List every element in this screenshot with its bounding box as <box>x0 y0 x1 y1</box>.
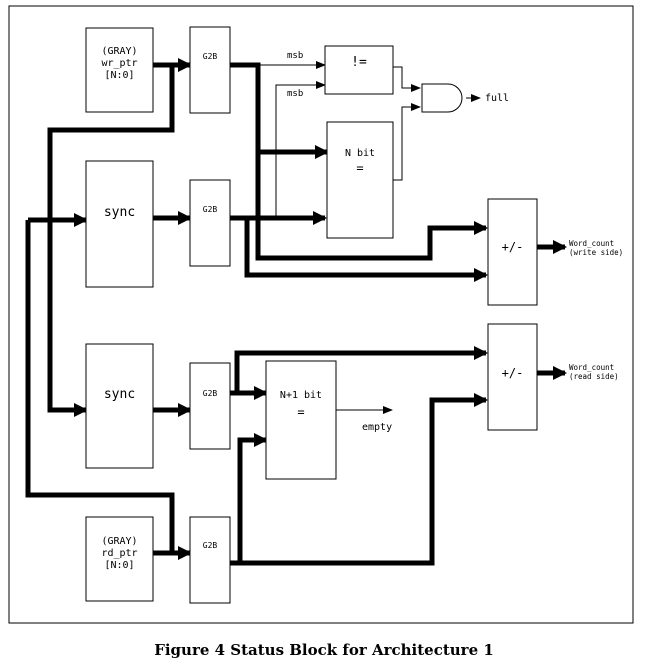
wire-neq-to-and <box>393 66 421 92</box>
wire-msb-bottom <box>275 81 326 218</box>
msb-top-label: msb <box>287 51 303 61</box>
nbit-compare-block: N bit = <box>326 121 394 239</box>
figure-caption: Figure 4 Status Block for Architecture 1 <box>154 641 494 659</box>
n1bit-compare-line-2: = <box>297 405 304 419</box>
sync-bottom-block: sync <box>85 343 154 469</box>
status-block-diagram: (GRAY) wr_ptr [N:0] sync sync (GRAY) rd_… <box>8 5 634 624</box>
rd-ptr-block: (GRAY) rd_ptr [N:0] <box>85 516 154 602</box>
g2b-block-1: G2B <box>189 26 231 114</box>
word-count-read-line-2: (read side) <box>569 372 619 381</box>
g2b-1-label: G2B <box>203 52 218 61</box>
adder-write-block: +/- <box>487 198 538 306</box>
wire-g2b4-up-to-n1bit <box>237 433 268 563</box>
wire-g2b2-to-adder-write <box>244 218 488 282</box>
wire-nbit-to-and <box>393 103 421 181</box>
g2b-3-label: G2B <box>203 389 218 398</box>
and-gate <box>421 83 463 113</box>
g2b-block-3: G2B <box>189 362 231 450</box>
n1bit-compare-line-1: N+1 bit <box>280 390 322 401</box>
sync-bottom-label: sync <box>104 387 135 402</box>
adder-read-label: +/- <box>502 366 524 380</box>
wr-ptr-block: (GRAY) wr_ptr [N:0] <box>85 27 154 113</box>
rd-ptr-line-1: (GRAY) <box>101 536 137 547</box>
not-equal-label: != <box>351 55 367 70</box>
sync-top-block: sync <box>85 160 154 288</box>
sync-top-label: sync <box>104 205 135 220</box>
adder-read-block: +/- <box>487 323 538 431</box>
wr-ptr-line-2: wr_ptr <box>101 58 137 69</box>
word-count-write-line-1: Word_count <box>569 239 614 248</box>
msb-bottom-label: msb <box>287 89 303 99</box>
g2b-block-2: G2B <box>189 179 231 267</box>
full-label: full <box>485 93 509 104</box>
wire-rdptr-to-sync-top <box>25 220 175 553</box>
adder-write-label: +/- <box>502 240 524 254</box>
nbit-compare-line-1: N bit <box>345 148 375 159</box>
not-equal-block: != <box>324 45 394 95</box>
wire-wrptr-to-sync-bottom <box>47 65 175 417</box>
wire-g2b1-out <box>230 62 488 261</box>
wr-ptr-line-1: (GRAY) <box>101 46 137 57</box>
g2b-4-label: G2B <box>203 541 218 550</box>
wire-g2b3-to-adder-read <box>234 346 488 393</box>
word-count-write-line-2: (write side) <box>569 248 623 257</box>
g2b-2-label: G2B <box>203 205 218 214</box>
wire-g2b4-to-n1bit <box>230 393 488 566</box>
wr-ptr-line-3: [N:0] <box>104 70 134 81</box>
empty-label: empty <box>362 422 392 433</box>
rd-ptr-line-3: [N:0] <box>104 560 134 571</box>
rd-ptr-line-2: rd_ptr <box>101 548 137 559</box>
nbit-compare-line-2: = <box>356 161 363 175</box>
diagram-border <box>8 5 634 624</box>
n1bit-compare-block: N+1 bit = <box>265 360 337 480</box>
g2b-block-4: G2B <box>189 516 231 604</box>
word-count-read-line-1: Word_count <box>569 363 614 372</box>
